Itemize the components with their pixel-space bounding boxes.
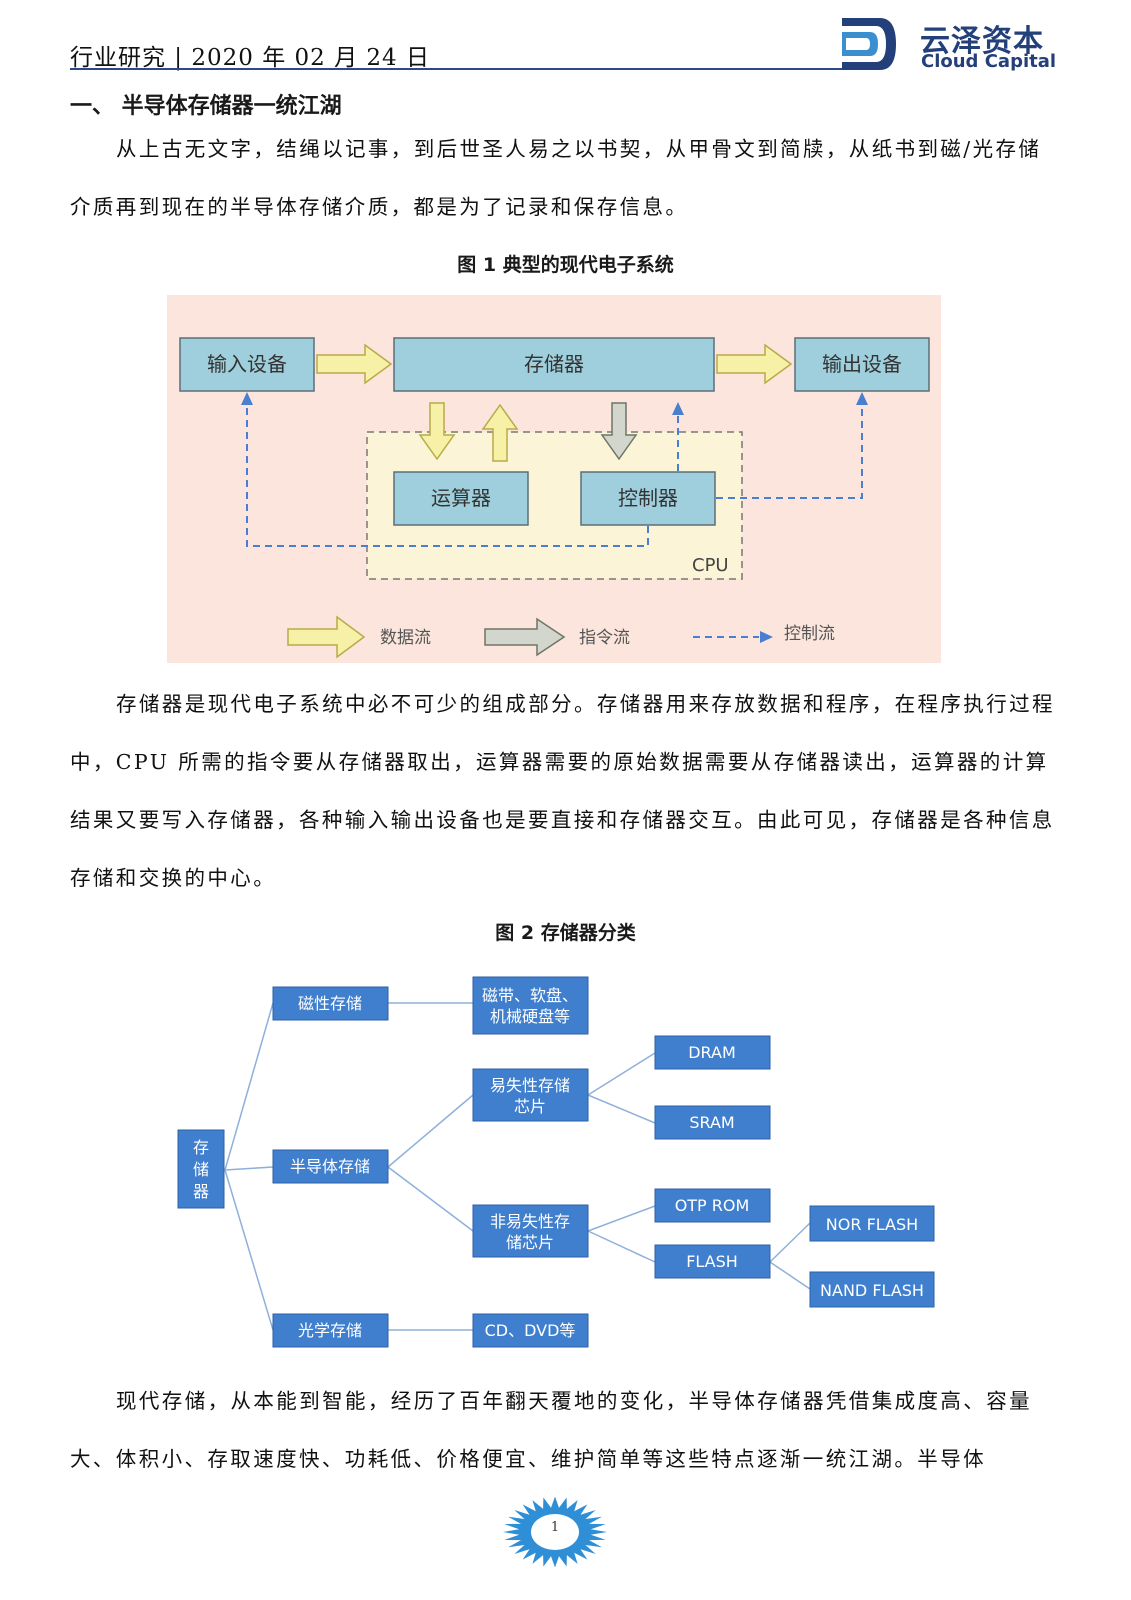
- nonvolatile-label-1: 非易失性存: [490, 1212, 570, 1231]
- optical-media-box: [472, 1313, 589, 1348]
- control-arrowhead-output: [856, 392, 868, 405]
- otp-rom-label: OTP ROM: [675, 1196, 750, 1215]
- root-char-1: 存: [193, 1138, 209, 1157]
- magnetic-box: [272, 986, 389, 1021]
- logo-chinese-name: 云泽资本: [920, 24, 1044, 59]
- sram-box: [654, 1105, 771, 1140]
- input-device-label: 输入设备: [207, 352, 287, 376]
- page-number: 1: [550, 1520, 560, 1535]
- nonvolatile-label-2: 储芯片: [506, 1233, 554, 1252]
- memory-label: 存储器: [524, 352, 584, 376]
- legend-data-label: 数据流: [380, 628, 431, 648]
- page-number-seal: [503, 1496, 607, 1568]
- line-flash-nand: [769, 1261, 811, 1290]
- magnetic-media-label-2: 机械硬盘等: [490, 1007, 570, 1026]
- line-volatile-dram: [587, 1052, 656, 1096]
- data-arrow-memory-to-alu: [418, 402, 456, 461]
- control-arrowhead-memory: [672, 402, 684, 415]
- data-arrow-input-to-memory: [316, 343, 393, 385]
- control-line-to-input: [246, 403, 649, 547]
- dram-box: [654, 1035, 771, 1070]
- semiconductor-label: 半导体存储: [290, 1157, 370, 1176]
- line-semi-nonvolatile: [387, 1166, 474, 1232]
- dram-label: DRAM: [688, 1043, 736, 1062]
- controller-box: [580, 471, 716, 526]
- root-box: [177, 1129, 225, 1209]
- figure1-caption: 图 1 典型的现代电子系统: [457, 254, 674, 276]
- magnetic-media-label-1: 磁带、软盘、: [482, 986, 578, 1005]
- volatile-label-1: 易失性存储: [490, 1076, 570, 1095]
- nor-flash-box: [809, 1205, 935, 1242]
- logo-english-name: Cloud Capital: [921, 51, 1057, 72]
- output-device-label: 输出设备: [822, 352, 902, 376]
- line-volatile-sram: [587, 1094, 656, 1124]
- sram-label: SRAM: [689, 1113, 734, 1132]
- optical-box: [272, 1313, 389, 1348]
- nonvolatile-box: [472, 1204, 589, 1258]
- paragraph-modern-storage: 现代存储，从本能到智能，经历了百年翻天覆地的变化，半导体存储器凭借集成度高、容量…: [70, 1389, 1032, 1471]
- line-root-magnetic: [224, 1002, 274, 1171]
- line-root-optical: [224, 1169, 274, 1331]
- header-text: 行业研究 | 2020 年 02 月 24 日: [70, 45, 430, 71]
- figure1-system-diagram: CPU 输入设备 存储器 输出设备 运算器 控制器 数据流 指令流 控制流: [167, 295, 941, 663]
- semiconductor-box: [272, 1149, 389, 1184]
- legend-instruction-arrow: [484, 617, 566, 657]
- alu-box: [393, 471, 529, 526]
- legend-instruction-label: 指令流: [579, 628, 630, 648]
- nor-flash-label: NOR FLASH: [826, 1215, 918, 1234]
- line-semi-volatile: [387, 1094, 474, 1168]
- data-arrow-memory-to-output: [716, 343, 793, 385]
- instruction-arrow-memory-to-controller: [600, 402, 638, 461]
- header-rule: [70, 68, 845, 70]
- line-root-semiconductor: [224, 1166, 274, 1171]
- company-logo: [842, 18, 896, 70]
- legend-control-arrowhead: [760, 631, 773, 643]
- figure2-caption: 图 2 存储器分类: [495, 922, 636, 944]
- otp-rom-box: [654, 1188, 771, 1223]
- optical-media-label: CD、DVD等: [485, 1321, 576, 1340]
- legend-control-label: 控制流: [784, 624, 835, 644]
- root-char-3: 器: [193, 1182, 209, 1201]
- volatile-box: [472, 1068, 589, 1122]
- paragraph-memory-role: 存储器是现代电子系统中必不可少的组成部分。存储器用来存放数据和程序，在程序执行过…: [70, 692, 1055, 890]
- section-title: 一、 半导体存储器一统江湖: [70, 94, 342, 119]
- optical-label: 光学存储: [298, 1321, 362, 1340]
- seal-center: [531, 1514, 579, 1550]
- data-arrow-alu-to-memory: [481, 403, 519, 462]
- memory-box: [393, 337, 715, 392]
- magnetic-label: 磁性存储: [298, 994, 362, 1013]
- legend-data-arrow: [287, 615, 366, 659]
- paragraph-intro: 从上古无文字，结绳以记事，到后世圣人易之以书契，从甲骨文到简牍，从纸书到磁/光存…: [70, 137, 1042, 219]
- figure2-classification-tree: 存 储 器 磁性存储 半导体存储 光学存储 磁带、软盘、 机械硬盘等 易失性存储…: [177, 976, 935, 1348]
- magnetic-media-box: [472, 976, 589, 1035]
- nand-flash-box: [809, 1271, 935, 1308]
- line-flash-nor: [769, 1222, 811, 1263]
- line-nonvolatile-flash: [587, 1230, 656, 1263]
- controller-label: 控制器: [618, 486, 678, 510]
- control-line-to-output: [716, 403, 863, 499]
- cpu-label: CPU: [692, 555, 729, 576]
- output-device-box: [794, 337, 930, 392]
- flash-label: FLASH: [686, 1252, 738, 1271]
- root-char-2: 储: [193, 1160, 209, 1179]
- input-device-box: [179, 337, 315, 392]
- alu-label: 运算器: [431, 486, 491, 510]
- nand-flash-label: NAND FLASH: [820, 1281, 924, 1300]
- volatile-label-2: 芯片: [514, 1097, 546, 1116]
- flash-box: [654, 1244, 771, 1279]
- control-arrowhead-input: [241, 392, 253, 405]
- line-nonvolatile-otp: [587, 1205, 656, 1232]
